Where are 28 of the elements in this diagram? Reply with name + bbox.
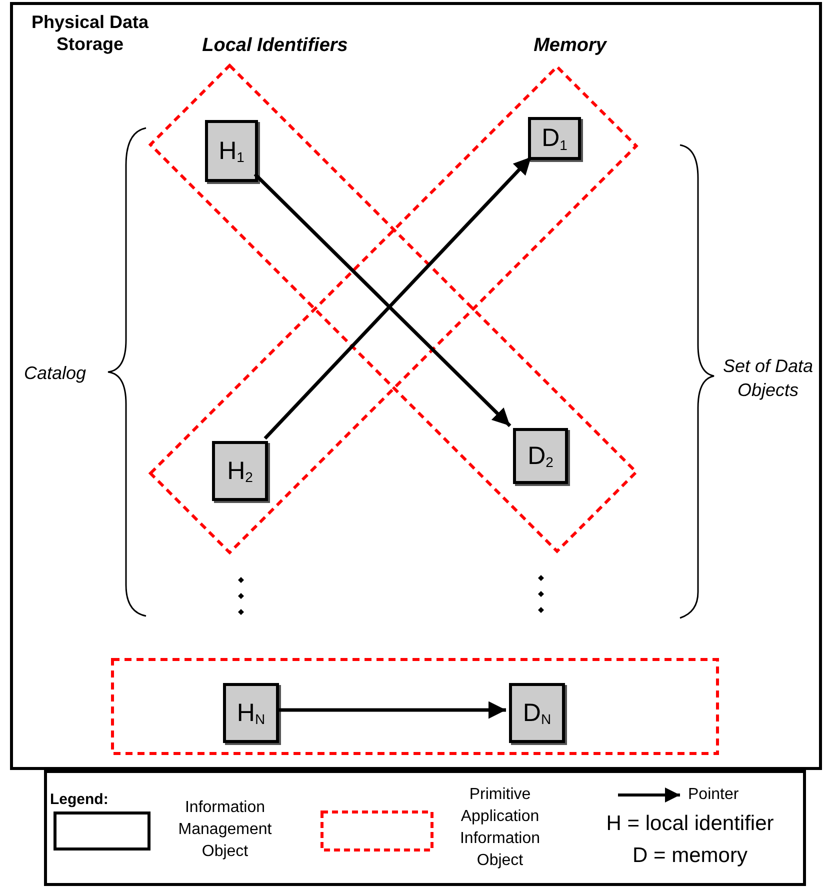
- object-box: [205, 120, 258, 182]
- object-box: [513, 428, 568, 484]
- object-box: [212, 441, 268, 501]
- brace-label: Catalog: [22, 362, 88, 385]
- column-heading: Local Identifiers: [201, 34, 349, 58]
- abbreviation-note: D = memory: [632, 843, 748, 869]
- legend-label: Pointer: [688, 785, 740, 805]
- pointer-arrow: [276, 701, 506, 719]
- box-label: H$_{2}$: [227, 458, 253, 484]
- box-label: H$_{1}$: [218, 138, 244, 164]
- legend-heading: Legend:: [50, 790, 110, 810]
- pointer-arrow: [254, 172, 512, 428]
- brace-label: Set of Data Objects: [722, 355, 814, 402]
- frame-title: Physical Data Storage: [31, 11, 149, 55]
- object-box: [223, 683, 279, 743]
- box-label: H$_{N}$: [236, 700, 266, 726]
- dashed-group-outline: [111, 658, 719, 755]
- box-label: D$_{N}$: [522, 700, 552, 726]
- legend-label: Information Management Object: [177, 798, 273, 862]
- box-label: D$_{2}$: [528, 444, 554, 468]
- box-label: D$_{1}$: [542, 126, 568, 151]
- object-box: [509, 683, 565, 743]
- pointer-arrow: [264, 156, 532, 440]
- abbreviation-note: H = local identifier: [605, 811, 775, 837]
- object-box: [528, 117, 581, 160]
- storage-frame: [10, 2, 822, 770]
- legend-label: Primitive Application Information Object: [458, 785, 542, 871]
- column-heading: Memory: [532, 34, 608, 58]
